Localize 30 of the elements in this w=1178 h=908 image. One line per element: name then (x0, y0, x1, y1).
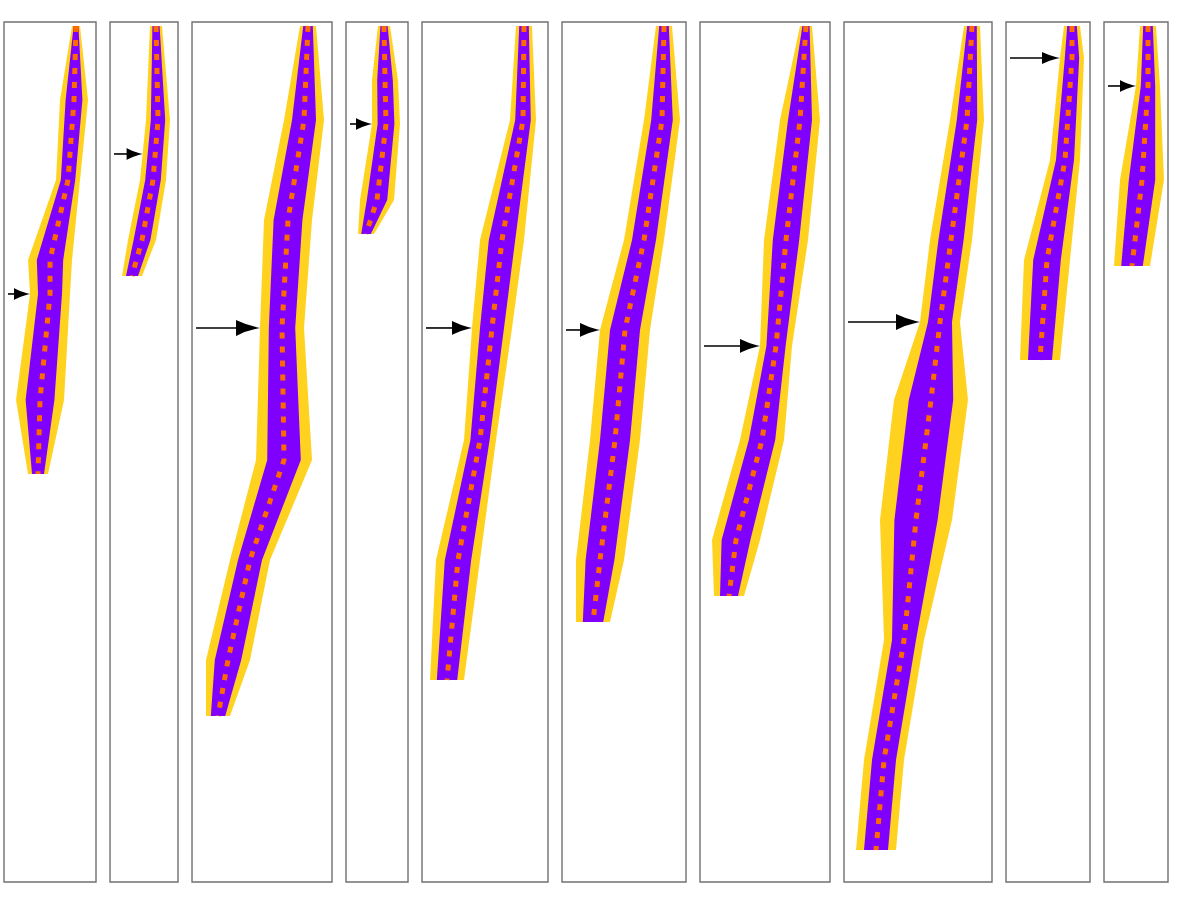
pattern-drawing (856, 25, 984, 851)
pattern-drawing (1020, 26, 1084, 361)
panel-frame (1103, 21, 1169, 883)
arrow (425, 321, 470, 335)
arrow (349, 118, 370, 130)
panel-frame (3, 21, 97, 883)
pattern-drawing (206, 25, 324, 717)
pattern-drawing (16, 25, 88, 475)
panel-frame (421, 21, 549, 883)
panel-frame (843, 21, 993, 883)
pattern-drawing (712, 25, 820, 597)
pattern-drawing (430, 25, 536, 681)
panel-frame (191, 21, 333, 883)
panel-frame (561, 21, 687, 883)
pattern-drawing (576, 25, 680, 623)
pattern-drawing (122, 25, 170, 277)
arrow (565, 323, 598, 337)
arrow (703, 339, 758, 353)
panel-frame (1005, 21, 1091, 883)
panel-frame (109, 21, 179, 883)
arrow (7, 288, 28, 300)
arrow (847, 314, 918, 330)
panel-frame (699, 21, 831, 883)
arrow (195, 320, 258, 336)
pattern-drawing (358, 25, 400, 235)
arrow (1009, 52, 1058, 64)
arrow (113, 148, 141, 160)
arrow (1107, 80, 1134, 92)
pattern-drawing (1114, 26, 1164, 267)
panel-frame (345, 21, 409, 883)
